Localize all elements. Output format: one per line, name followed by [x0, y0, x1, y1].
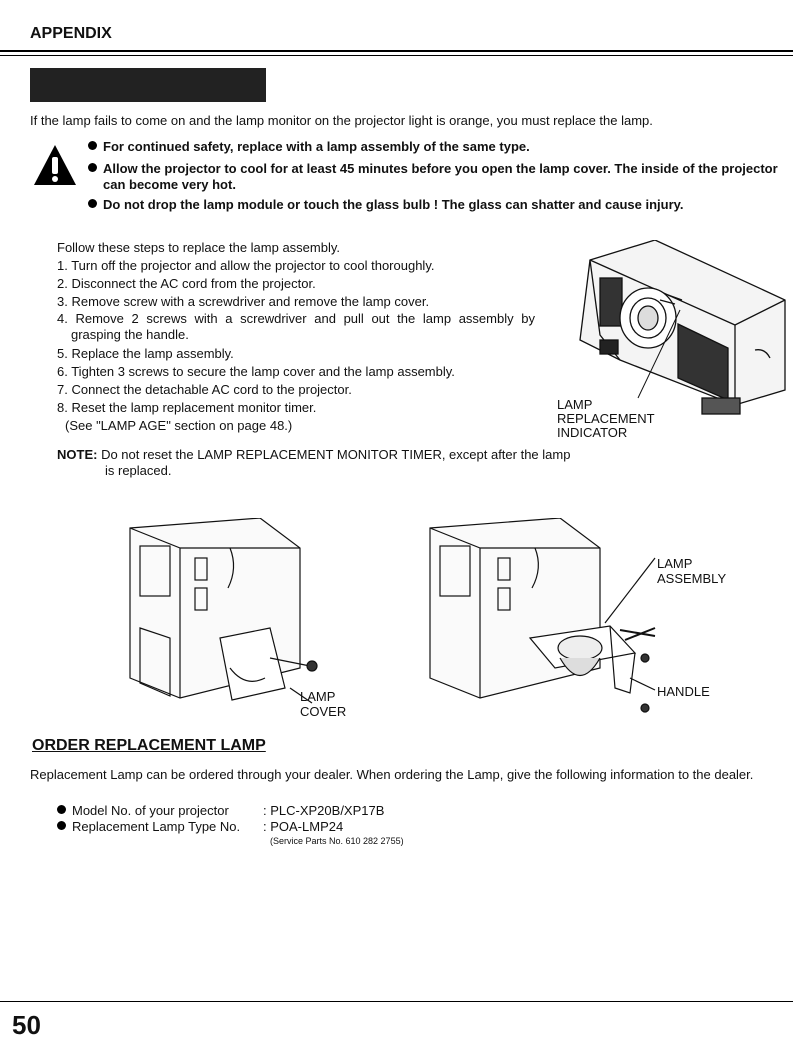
order-section-title: ORDER REPLACEMENT LAMP [32, 737, 266, 754]
note-label: NOTE: [57, 447, 98, 462]
note-text: Do not reset the LAMP REPLACEMENT MONITO… [101, 447, 571, 478]
title-bar [30, 68, 266, 102]
indicator-label: LAMP REPLACEMENT INDICATOR [557, 397, 655, 440]
header-rule-thin [0, 55, 793, 56]
intro-text: If the lamp fails to come on and the lam… [30, 113, 653, 128]
warning-item: Do not drop the lamp module or touch the… [88, 197, 778, 213]
page-number: 50 [12, 1010, 41, 1040]
bullet-icon [88, 199, 97, 208]
section-header: APPENDIX [30, 25, 112, 42]
bullet-icon [88, 141, 97, 150]
projector-illustration [579, 240, 786, 415]
note: NOTE: Do not reset the LAMP REPLACEMENT … [57, 447, 583, 479]
warning-item: For continued safety, replace with a lam… [88, 139, 778, 155]
order-info-row: Replacement Lamp Type No. : POA-LMP24 [57, 819, 384, 835]
lamp-cover-label: LAMP COVER [300, 689, 347, 719]
bullet-icon [88, 163, 97, 172]
warning-item: Allow the projector to cool for at least… [88, 161, 793, 193]
warning-icon [34, 145, 76, 185]
service-parts-number: (Service Parts No. 610 282 2755) [270, 836, 404, 846]
step-item: 1. Turn off the projector and allow the … [57, 258, 435, 273]
step-item: 5. Replace the lamp assembly. [57, 346, 234, 361]
order-info-list: Model No. of your projector : PLC-XP20B/… [57, 803, 384, 835]
lamp-assembly-label: LAMP ASSEMBLY [657, 556, 727, 586]
bullet-icon [57, 805, 66, 814]
step-item: 3. Remove screw with a screwdriver and r… [57, 294, 430, 309]
footer-rule [0, 1001, 793, 1002]
handle-label: HANDLE [657, 684, 710, 699]
step-item: 6. Tighten 3 screws to secure the lamp c… [57, 364, 455, 379]
steps-lead: Follow these steps to replace the lamp a… [57, 240, 341, 255]
step-item: 4. Remove 2 screws with a screwdriver an… [57, 311, 535, 342]
order-info-row: Model No. of your projector : PLC-XP20B/… [57, 803, 384, 819]
lamp-cover-illustration [129, 518, 318, 704]
lamp-assembly-illustration [429, 518, 656, 713]
step-reference: (See "LAMP AGE" section on page 48.) [65, 418, 293, 433]
order-text: Replacement Lamp can be ordered through … [30, 767, 754, 782]
step-item: 7. Connect the detachable AC cord to the… [57, 382, 352, 397]
header-rule [0, 50, 793, 52]
step-item: 2. Disconnect the AC cord from the proje… [57, 276, 316, 291]
step-item: 8. Reset the lamp replacement monitor ti… [57, 400, 317, 415]
bullet-icon [57, 821, 66, 830]
steps-list: Follow these steps to replace the lamp a… [57, 239, 535, 435]
